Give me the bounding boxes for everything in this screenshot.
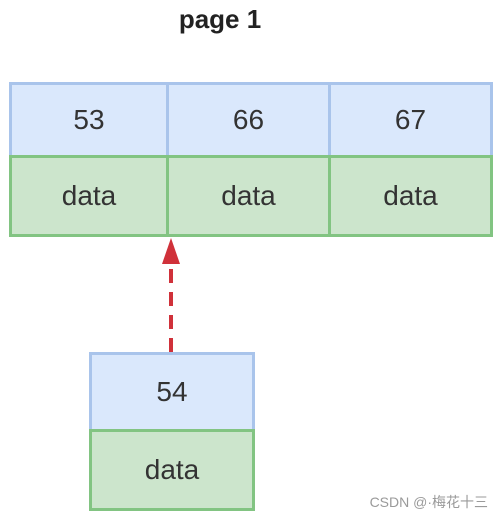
new-node-data-cell: data: [89, 429, 255, 511]
page-data-cell-2: data: [166, 155, 331, 237]
page-title: page 1: [178, 4, 262, 34]
page-data-cell-1: data: [9, 155, 169, 237]
insert-arrow-head: [162, 238, 180, 264]
page-data-cell-3: data: [328, 155, 493, 237]
page-key-cell-1: 53: [9, 82, 169, 158]
new-node-key-cell: 54: [89, 352, 255, 432]
watermark: CSDN @·梅花十三: [369, 494, 488, 510]
